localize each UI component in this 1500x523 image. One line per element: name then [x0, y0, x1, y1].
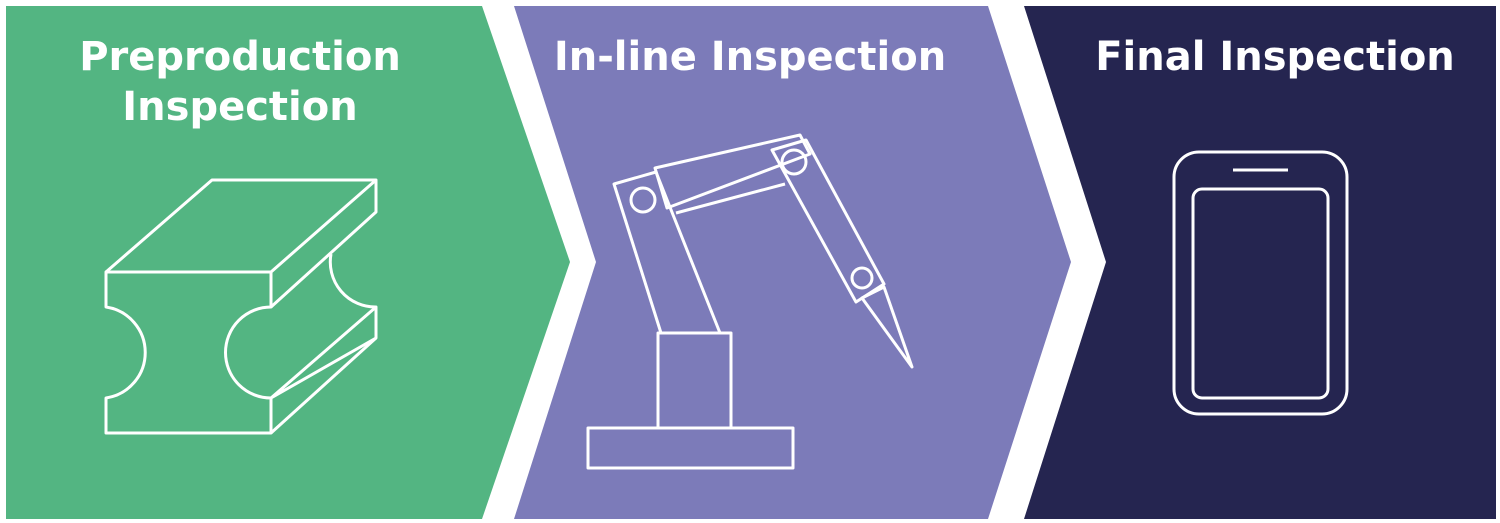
stage-1-chevron	[6, 6, 570, 519]
stage-1-title: Preproduction Inspection	[30, 32, 450, 132]
stage-3-block	[1024, 6, 1496, 519]
anvil-icon	[104, 178, 378, 435]
tablet-icon	[1172, 150, 1349, 416]
stage-1-title-line-2: Inspection	[122, 84, 358, 130]
robot-arm-icon	[586, 133, 914, 470]
stage-2-title: In-line Inspection	[553, 34, 947, 80]
stage-1-title-line-1: Preproduction	[79, 34, 401, 80]
stage-2-chevron	[514, 6, 1071, 519]
stage-3-title: Final Inspection	[1095, 34, 1455, 80]
